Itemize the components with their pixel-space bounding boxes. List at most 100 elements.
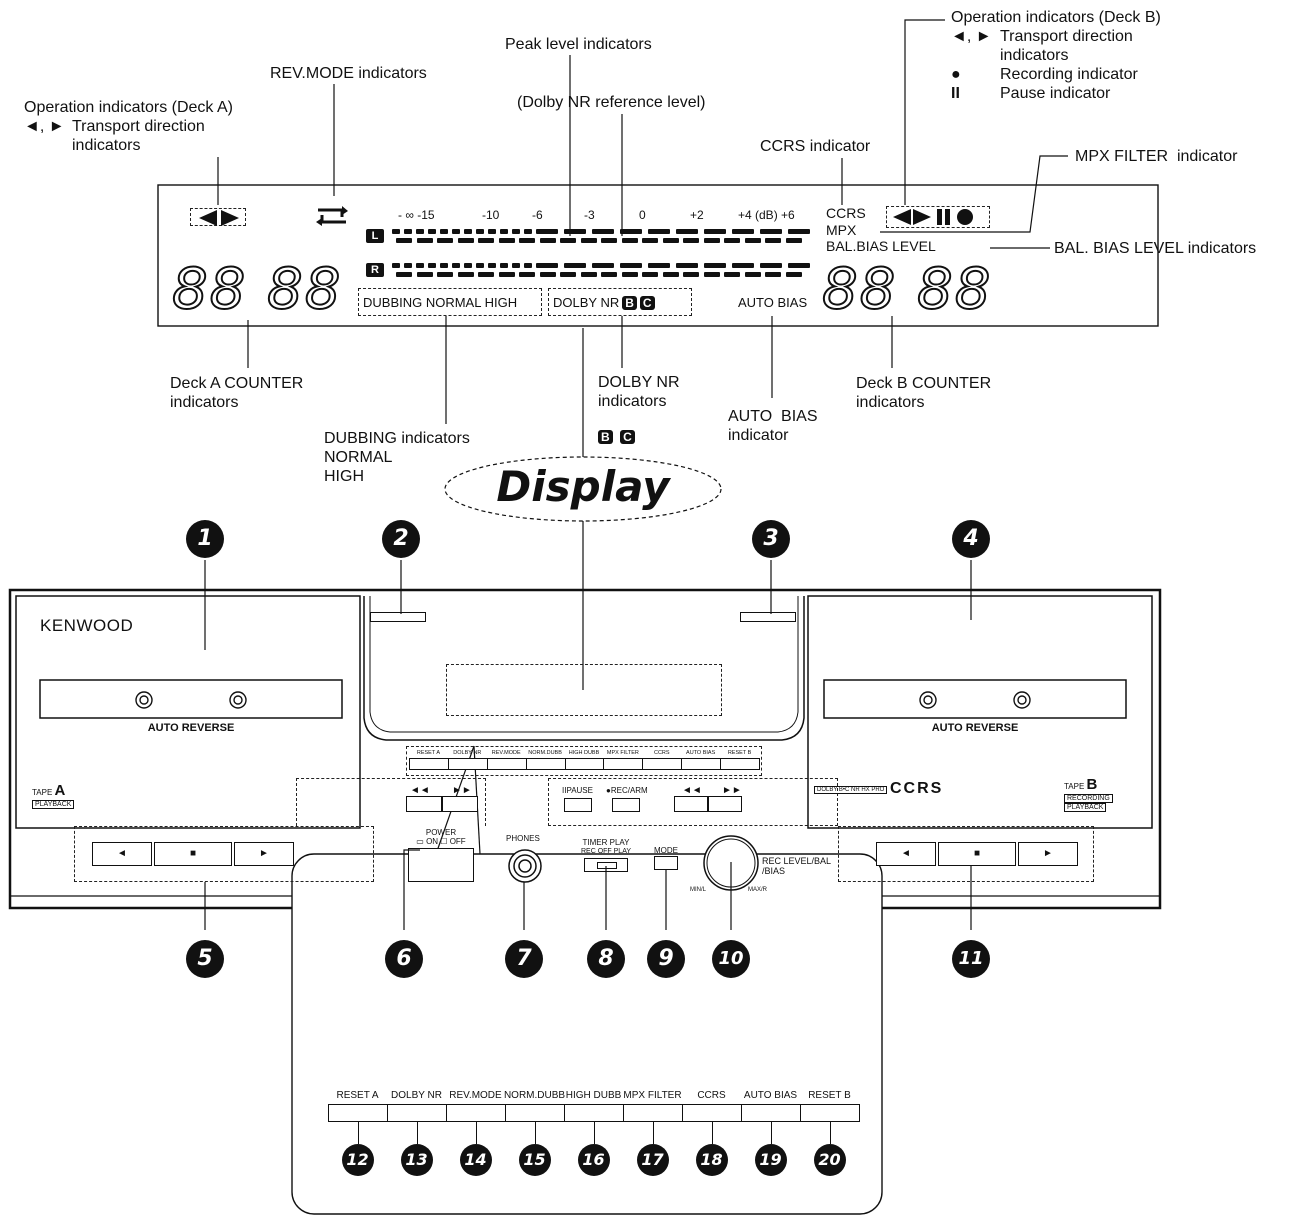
rev-mode-label: REV.MODE indicators — [270, 65, 427, 82]
deck-a-play-fwd-button[interactable]: ► — [234, 842, 294, 866]
phones-jack-icon — [508, 849, 542, 883]
ccrs-text: CCRS — [826, 205, 866, 221]
eject-b-button[interactable] — [740, 612, 796, 622]
mpx-text: MPX — [826, 222, 857, 238]
eject-a-button[interactable] — [370, 612, 426, 622]
meter-segment — [785, 238, 802, 243]
panel-row-button[interactable] — [720, 758, 760, 770]
zoom-row-label: HIGH DUBB — [565, 1090, 622, 1101]
zoom-row-button[interactable] — [800, 1104, 860, 1122]
meter-segment — [396, 272, 412, 277]
zoom-row-button[interactable] — [564, 1104, 624, 1122]
meter-segment — [704, 229, 726, 234]
meter-segment — [648, 263, 670, 268]
meter-segment — [457, 272, 474, 277]
panel-row-label: RESET B — [727, 750, 752, 756]
meter-segment — [512, 263, 520, 268]
deck-b-ff-button[interactable] — [708, 796, 742, 812]
meter-segment — [457, 238, 474, 243]
zoom-row-button[interactable] — [623, 1104, 683, 1122]
meter-segment — [500, 229, 508, 234]
tape-a-label: TAPE A PLAYBACK — [32, 782, 75, 809]
meter-segment — [416, 229, 424, 234]
auto-reverse-b: AUTO REVERSE — [931, 722, 1019, 734]
meter-scale-label: -3 — [584, 208, 595, 222]
zoom-row-label: DOLBY NR — [391, 1090, 442, 1101]
meter-segment — [760, 263, 782, 268]
display-window — [446, 664, 722, 716]
meter-segment — [476, 229, 484, 234]
deck-b-play-fwd-button[interactable]: ► — [1018, 842, 1078, 866]
meter-segment — [662, 272, 679, 277]
meter-segment — [539, 272, 556, 277]
meter-segment — [488, 263, 496, 268]
zoom-row-leader — [416, 1122, 418, 1144]
meter-segment — [642, 238, 658, 243]
callout-number-1: 1 — [186, 520, 224, 558]
deck-a-transport-box — [74, 826, 374, 882]
meter-segment — [676, 263, 698, 268]
deck-a-play-rev-button[interactable]: ◄ — [92, 842, 152, 866]
meter-segment — [662, 238, 679, 243]
dolby-ref-label: (Dolby NR reference level) — [517, 94, 706, 111]
callout-number-5: 5 — [186, 940, 224, 978]
zoom-row-button[interactable] — [741, 1104, 801, 1122]
display-oval — [444, 456, 722, 522]
meter-segment — [392, 263, 400, 268]
callout-number-10: 10 — [712, 940, 750, 978]
timer-play-label: TIMER PLAY — [582, 838, 630, 847]
zoom-row-label: REV.MODE — [449, 1090, 502, 1101]
zoom-row-button[interactable] — [387, 1104, 447, 1122]
meter-segment — [744, 238, 761, 243]
meter-segment — [476, 263, 484, 268]
pause-button[interactable] — [564, 798, 592, 812]
zoom-row-label: CCRS — [697, 1090, 726, 1101]
rec-arm-button[interactable] — [612, 798, 640, 812]
callout-number-11: 11 — [952, 940, 990, 978]
meter-segment — [452, 263, 460, 268]
zoom-row-button[interactable] — [446, 1104, 506, 1122]
tape-b-label: TAPE B RECORDING PLAYBACK — [1064, 776, 1113, 812]
op-b-arrows: ◄, ► — [951, 28, 992, 45]
zoom-row-leader — [829, 1122, 831, 1144]
meter-segment — [724, 238, 740, 243]
deck-b-play-rev-button[interactable]: ◄ — [876, 842, 936, 866]
callout-number-9: 9 — [647, 940, 685, 978]
meter-segment — [765, 238, 781, 243]
zoom-row-button[interactable] — [682, 1104, 742, 1122]
deck-a-rew-button[interactable] — [406, 796, 442, 812]
zoom-row-button[interactable] — [505, 1104, 565, 1122]
zoom-row-button[interactable] — [328, 1104, 388, 1122]
op-b-icons — [893, 209, 973, 225]
panel-row-label: DOLBY NR — [453, 750, 482, 756]
callout-number-8: 8 — [587, 940, 625, 978]
deck-a-stop-button[interactable]: ■ — [154, 842, 232, 866]
min-l-label: MIN/L — [690, 887, 707, 893]
auto-bias-label: AUTO BIAS indicator — [728, 408, 818, 444]
meter-segment — [760, 229, 782, 234]
meter-segment — [592, 263, 614, 268]
ccrs-logo: CCRS — [890, 780, 944, 797]
power-button[interactable] — [408, 848, 474, 882]
deck-b-rew-button[interactable] — [674, 796, 708, 812]
op-a-indicator-box — [190, 208, 246, 226]
deck-b-stop-button[interactable]: ■ — [938, 842, 1016, 866]
counter-b: 88 88 — [821, 257, 993, 322]
mode-button[interactable] — [654, 856, 678, 870]
meter-segment — [560, 238, 576, 243]
panel-row-label: NORM.DUBB — [528, 750, 562, 756]
callout-number-7: 7 — [505, 940, 543, 978]
zoom-row-label: RESET A — [336, 1090, 379, 1101]
dubbing-indicator-box: DUBBING NORMAL HIGH — [358, 288, 542, 316]
dolby-nr-chips: B C — [598, 428, 635, 446]
brand-logo: KENWOOD — [40, 616, 134, 635]
meter-segment — [524, 229, 532, 234]
meter-segment — [498, 238, 515, 243]
panel-row-label: MPX FILTER — [606, 750, 639, 756]
panel-row-label: AUTO BIAS — [686, 750, 716, 756]
power-states: ▭ ON ☐ OFF — [416, 837, 466, 846]
rec-level-label: REC LEVEL/BAL /BIAS — [762, 856, 832, 876]
deck-a-ff-button[interactable] — [442, 796, 478, 812]
meter-segment — [512, 229, 520, 234]
